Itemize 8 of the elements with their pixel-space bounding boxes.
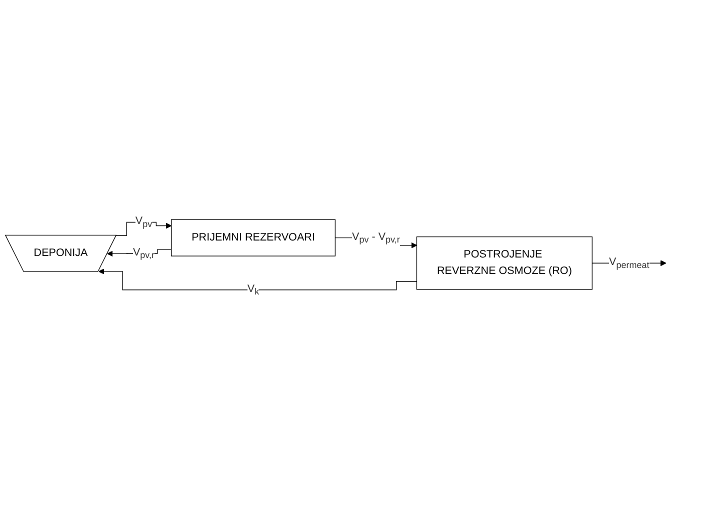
edge-label: V$_{permeat}$ — [609, 256, 650, 270]
edge-label: V$_{pv,r}$ — [132, 246, 154, 260]
edge-label: V$_{pv}$ - V$_{pv,r}$ — [352, 230, 400, 245]
node-box: PRIJEMNI REZERVOARI — [171, 219, 336, 256]
edge-label: V$_{k}$ — [247, 283, 260, 297]
arrow — [98, 268, 418, 290]
node-box: POSTROJENJE REVERZNE OSMOZE (RO) — [416, 236, 592, 290]
edge-label: V$_{pv}$ — [135, 215, 152, 229]
